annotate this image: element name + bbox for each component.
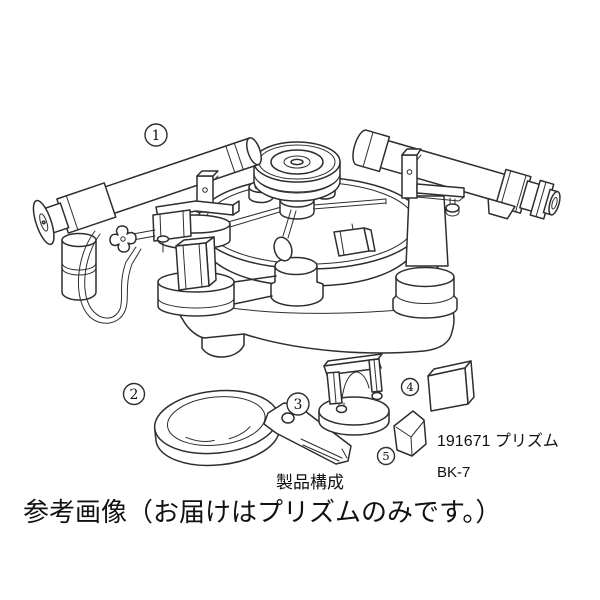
reference-note: 参考画像（お届けはプリズムのみです。） <box>23 497 501 527</box>
cable <box>77 230 142 324</box>
callout-4: 4 <box>400 377 420 397</box>
product-code-label: 191671 プリズム <box>437 432 559 450</box>
star-knob <box>109 225 137 253</box>
left-telescope-support <box>132 170 240 253</box>
callout-5-number: 5 <box>382 449 389 463</box>
alidade-rod <box>227 198 387 228</box>
observation-telescope <box>352 129 561 220</box>
callout-3-number: 3 <box>294 397 303 413</box>
glass-plate <box>427 360 475 412</box>
stage-hub <box>270 256 324 307</box>
clamp-lever <box>273 209 297 262</box>
callout-1: 1 <box>144 123 168 147</box>
stage-clamp <box>333 223 376 257</box>
prism-clamp-stand <box>318 353 390 436</box>
callout-5: 5 <box>376 446 396 466</box>
callout-4-number: 4 <box>406 380 413 394</box>
callout-2: 2 <box>122 382 146 406</box>
magnifier-loupe <box>153 389 352 467</box>
composition-caption: 製品構成 <box>276 473 344 492</box>
prism <box>393 410 427 457</box>
knurled-adjustment-disc <box>253 141 341 220</box>
material-label: BK-7 <box>437 464 470 481</box>
collimator-telescope <box>32 137 262 246</box>
callout-2-number: 2 <box>130 387 139 403</box>
callout-3: 3 <box>286 392 310 416</box>
right-column <box>392 195 458 319</box>
right-telescope-support <box>401 148 465 217</box>
callout-1-number: 1 <box>152 128 161 144</box>
